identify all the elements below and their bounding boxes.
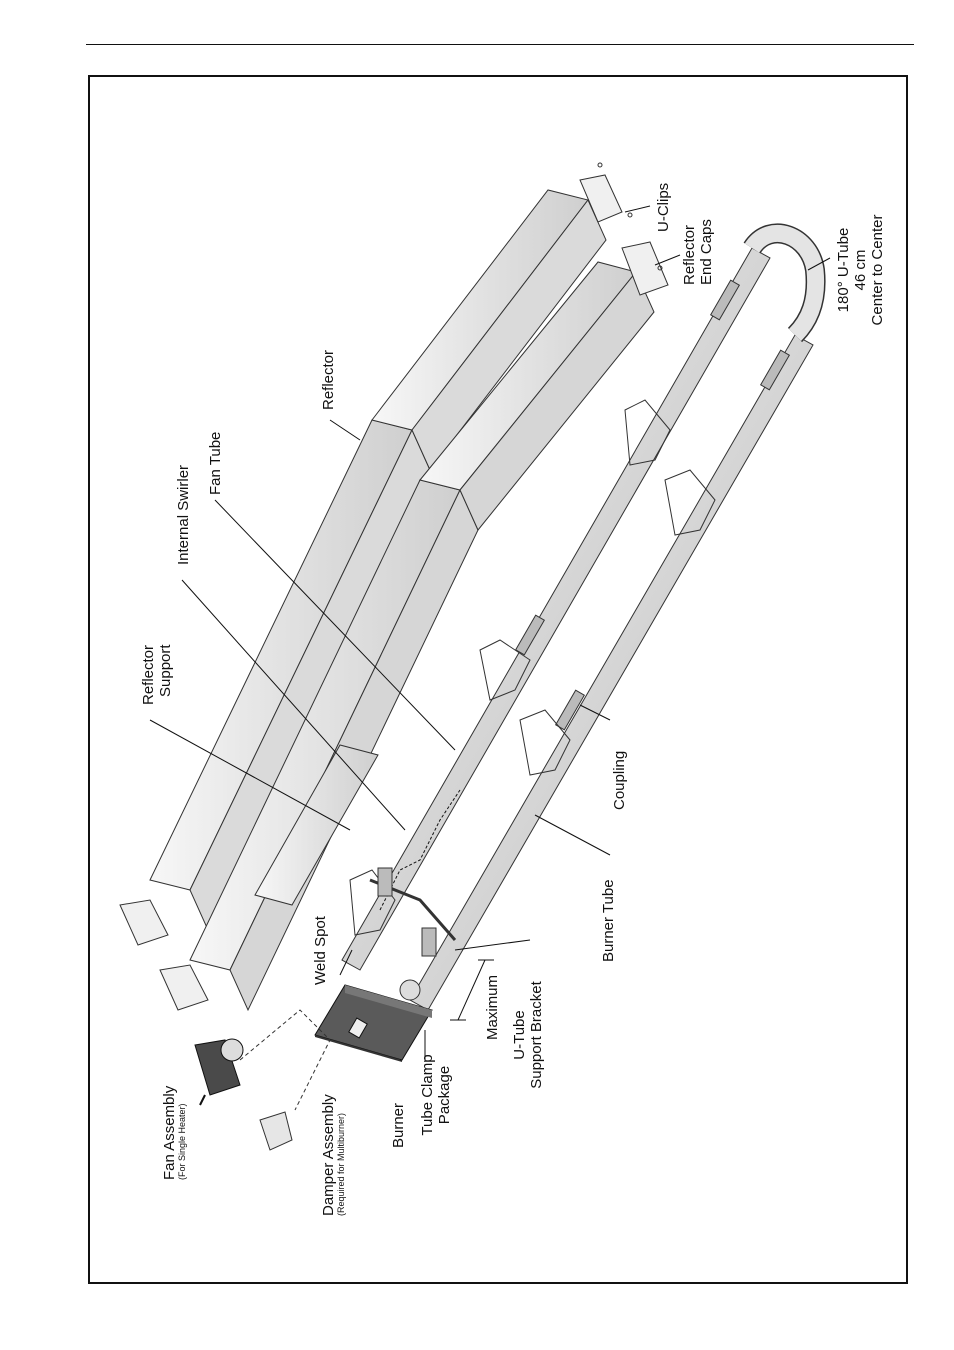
label-internal-swirler: Internal Swirler bbox=[175, 465, 192, 565]
tube-clamp bbox=[400, 980, 420, 1000]
assembly-dashed-guide bbox=[240, 1010, 330, 1110]
svg-text:Burner Tube: Burner Tube bbox=[600, 879, 617, 962]
label-reflector-support: Reflector Support bbox=[140, 644, 174, 705]
svg-text:Reflector: Reflector bbox=[681, 225, 698, 285]
label-weld-spot: Weld Spot bbox=[312, 915, 329, 985]
svg-text:Support Bracket: Support Bracket bbox=[528, 980, 545, 1088]
svg-text:Maximum: Maximum bbox=[484, 975, 501, 1040]
label-fan-assembly: Fan Assembly (For Single Heater) bbox=[161, 1085, 187, 1180]
svg-text:U-Tube: U-Tube bbox=[511, 1010, 528, 1059]
svg-text:Package: Package bbox=[436, 1066, 453, 1124]
label-burner-tube: Burner Tube bbox=[600, 879, 617, 962]
svg-text:180° U-Tube: 180° U-Tube bbox=[835, 228, 852, 313]
svg-text:(Required for Multiburner): (Required for Multiburner) bbox=[336, 1113, 346, 1216]
label-coupling: Coupling bbox=[611, 751, 628, 810]
svg-text:U-Clips: U-Clips bbox=[655, 183, 672, 232]
label-reflector-end-caps: Reflector End Caps bbox=[681, 219, 715, 285]
label-tube-clamp-package: Tube Clamp Package bbox=[419, 1054, 453, 1135]
u-tube-bend bbox=[752, 233, 816, 335]
svg-text:Tube Clamp: Tube Clamp bbox=[419, 1054, 436, 1135]
svg-text:Fan Assembly: Fan Assembly bbox=[161, 1085, 178, 1180]
label-u-clips: U-Clips bbox=[655, 183, 672, 232]
svg-text:Reflector: Reflector bbox=[320, 350, 337, 410]
label-maximum: Maximum bbox=[484, 975, 501, 1040]
svg-text:Internal Swirler: Internal Swirler bbox=[175, 465, 192, 565]
label-u-tube-180: 180° U-Tube 46 cm Center to Center bbox=[835, 215, 886, 326]
svg-text:Coupling: Coupling bbox=[611, 751, 628, 810]
svg-text:Damper Assembly: Damper Assembly bbox=[320, 1094, 337, 1216]
label-reflector: Reflector bbox=[320, 350, 337, 410]
svg-text:Center to Center: Center to Center bbox=[869, 215, 886, 326]
svg-text:Weld Spot: Weld Spot bbox=[312, 915, 329, 985]
label-damper-assembly: Damper Assembly (Required for Multiburne… bbox=[320, 1094, 346, 1216]
svg-text:Reflector: Reflector bbox=[140, 645, 157, 705]
svg-text:Fan Tube: Fan Tube bbox=[207, 432, 224, 495]
svg-text:46 cm: 46 cm bbox=[852, 250, 869, 291]
label-burner: Burner bbox=[390, 1103, 407, 1148]
svg-text:Burner: Burner bbox=[390, 1103, 407, 1148]
label-fan-tube: Fan Tube bbox=[207, 432, 224, 495]
svg-text:(For Single Heater): (For Single Heater) bbox=[177, 1103, 187, 1180]
svg-text:End Caps: End Caps bbox=[698, 219, 715, 285]
label-u-tube-support-bracket: U-Tube Support Bracket bbox=[511, 980, 545, 1088]
svg-text:Support: Support bbox=[157, 644, 174, 697]
damper-assembly-part bbox=[260, 1112, 292, 1150]
fan-assembly-part bbox=[195, 1039, 243, 1105]
